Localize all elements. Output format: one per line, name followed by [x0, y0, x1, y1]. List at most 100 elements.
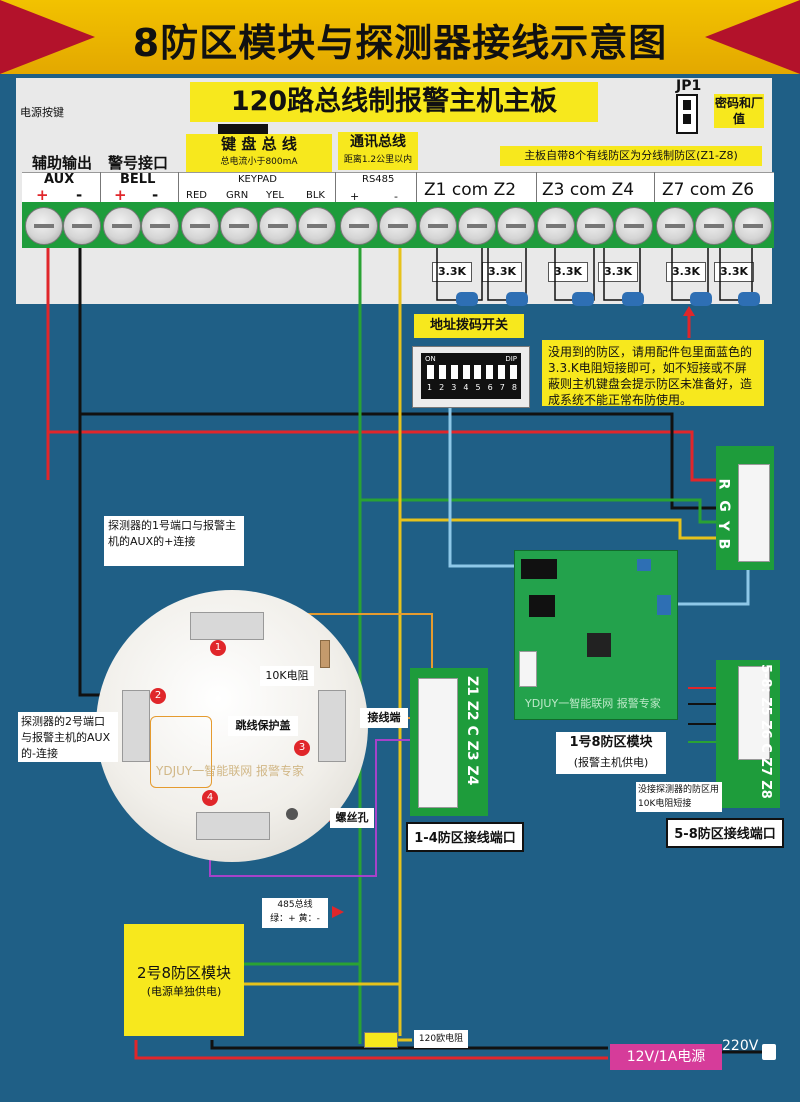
module-2-name: 2号8防区模块 [136, 964, 232, 982]
terminal-red [181, 207, 219, 245]
detector-terminal-2 [122, 690, 150, 762]
terminal-label-strip [22, 172, 774, 203]
jp1-note: 密码和厂值 [714, 94, 764, 128]
terminal-blk [298, 207, 336, 245]
resistor-3k3: 3.3K [432, 262, 472, 282]
rgyb-g: G [715, 500, 732, 512]
module-cap [637, 559, 651, 571]
resistor-120-ohm [364, 1032, 398, 1048]
detector-terminal-4 [196, 812, 270, 840]
rgyb-y: Y [715, 520, 732, 532]
module-relay [529, 595, 555, 617]
detector-port-4-number: 4 [202, 790, 218, 806]
module-chip [587, 633, 611, 657]
board-connector [218, 124, 268, 134]
terminal-bell-minus [141, 207, 179, 245]
port-1-4-label: 1-4防区接线端口 [406, 822, 524, 852]
psu-label: 12V/1A电源 [610, 1044, 722, 1070]
module-2-box: 2号8防区模块 (电源单独供电) [124, 924, 244, 1036]
dip-number: 5 [475, 383, 481, 392]
bus-485-label: 485总线 绿：+ 黄：- [262, 898, 328, 928]
dip-number: 8 [511, 383, 517, 392]
module-1-sub: (报警主机供电) [573, 756, 649, 769]
terminal-aux-plus [25, 207, 63, 245]
dip-label: 地址拨码开关 [414, 314, 524, 338]
detector-terminal-3 [318, 690, 346, 762]
divider [654, 172, 655, 202]
dip-on-label: ON [425, 355, 436, 363]
dip-number: 4 [463, 383, 469, 392]
module-watermark: YDJUY一智能联网 报警专家 [525, 697, 661, 710]
zone-5-8-pins: 5-8: Z5 Z6 C Z7 Z8 [758, 664, 773, 799]
divider [536, 172, 537, 202]
zone-group-1-label: Z1 com Z2 [424, 180, 517, 200]
ac-label: 220V [722, 1038, 759, 1054]
comm-bus-sub: 距离1.2公里以内 [343, 155, 413, 165]
bell-terminal-label: BELL [120, 172, 156, 187]
zone-1-4-pins: Z1 Z2 C Z3 Z4 [464, 676, 480, 786]
dip-number: 3 [451, 383, 457, 392]
title-banner: 8防区模块与探测器接线示意图 [0, 0, 800, 74]
keypad-red-label: RED [186, 190, 207, 201]
port-5-8-label: 5-8防区接线端口 [666, 818, 784, 848]
module-2-sub: (电源单独供电) [146, 985, 222, 998]
keypad-blk-label: BLK [306, 190, 325, 201]
zone-group-3-label: Z7 com Z6 [662, 180, 755, 200]
detector-port-1-number: 1 [210, 640, 226, 656]
terminal-aux-minus [63, 207, 101, 245]
aux-plus: + [36, 186, 49, 204]
terminal-label: 接线端 [360, 708, 408, 728]
dip-number: 1 [427, 383, 433, 392]
detector-note-2: 探测器的2号端口与报警主机的AUX的-连接 [18, 712, 118, 762]
terminal-485-plus [340, 207, 378, 245]
bell-minus: - [152, 186, 159, 204]
terminal-grn [220, 207, 258, 245]
divider [178, 172, 179, 202]
bell-interface-label: 警号接口 [108, 154, 169, 172]
wire-aux-minus [78, 248, 718, 510]
zone-5-8-connector-board: 5-8: Z5 Z6 C Z7 Z8 [716, 660, 780, 808]
rgyb-r: R [715, 478, 732, 490]
resistor-3k3: 3.3K [666, 262, 706, 282]
keypad-bus-sub: 总电流小于800mA [220, 157, 298, 167]
jp1-label: JP1 [676, 78, 702, 94]
detector-screw [286, 808, 298, 820]
terminal-485-minus [379, 207, 417, 245]
terminal-z4 [615, 207, 653, 245]
jumper-cover [150, 716, 212, 788]
terminal-com1 [458, 207, 496, 245]
comm-bus-box: 通讯总线 距离1.2公里以内 [338, 132, 418, 170]
module-connector [519, 651, 537, 687]
resistor-3k3: 3.3K [548, 262, 588, 282]
resistor-10k-label: 10K电阻 [260, 666, 314, 686]
dip-dip-label: DIP [505, 355, 517, 363]
resistor-10k [320, 640, 330, 668]
terminal-z6 [734, 207, 772, 245]
board-resistor-bodies [456, 292, 760, 306]
power-key-label: 电源按键 [20, 106, 64, 119]
terminal-yel [259, 207, 297, 245]
detector-port-2-number: 2 [150, 688, 166, 704]
bell-plus: + [114, 186, 127, 204]
resistor-3k3: 3.3K [714, 262, 754, 282]
jp1-jumper [676, 94, 698, 134]
zone-1-4-housing [418, 678, 458, 808]
resistor-3k3: 3.3K [598, 262, 638, 282]
board-title: 120路总线制报警主机主板 [190, 82, 598, 122]
aux-minus: - [76, 186, 83, 204]
detector-port-3-number: 3 [294, 740, 310, 756]
divider [416, 172, 417, 202]
terminal-z2 [497, 207, 535, 245]
module-cap [657, 595, 671, 615]
detector-note-1: 探测器的1号端口与报警主机的AUX的+连接 [104, 516, 244, 566]
module-1-box: 1号8防区模块 (报警主机供电) [556, 732, 666, 774]
divider [335, 172, 336, 202]
unused-zone-note: 没用到的防区，请用配件包里面蓝色的3.3.K电阻短接即可，如不短接或不屏蔽则主机… [542, 340, 764, 407]
wire-aux-plus [46, 248, 718, 482]
bus-485-title: 485总线 [277, 900, 313, 910]
terminal-bell-plus [103, 207, 141, 245]
rgyb-b: B [715, 538, 732, 550]
rgyb-connector-board: R G Y B [715, 446, 774, 570]
